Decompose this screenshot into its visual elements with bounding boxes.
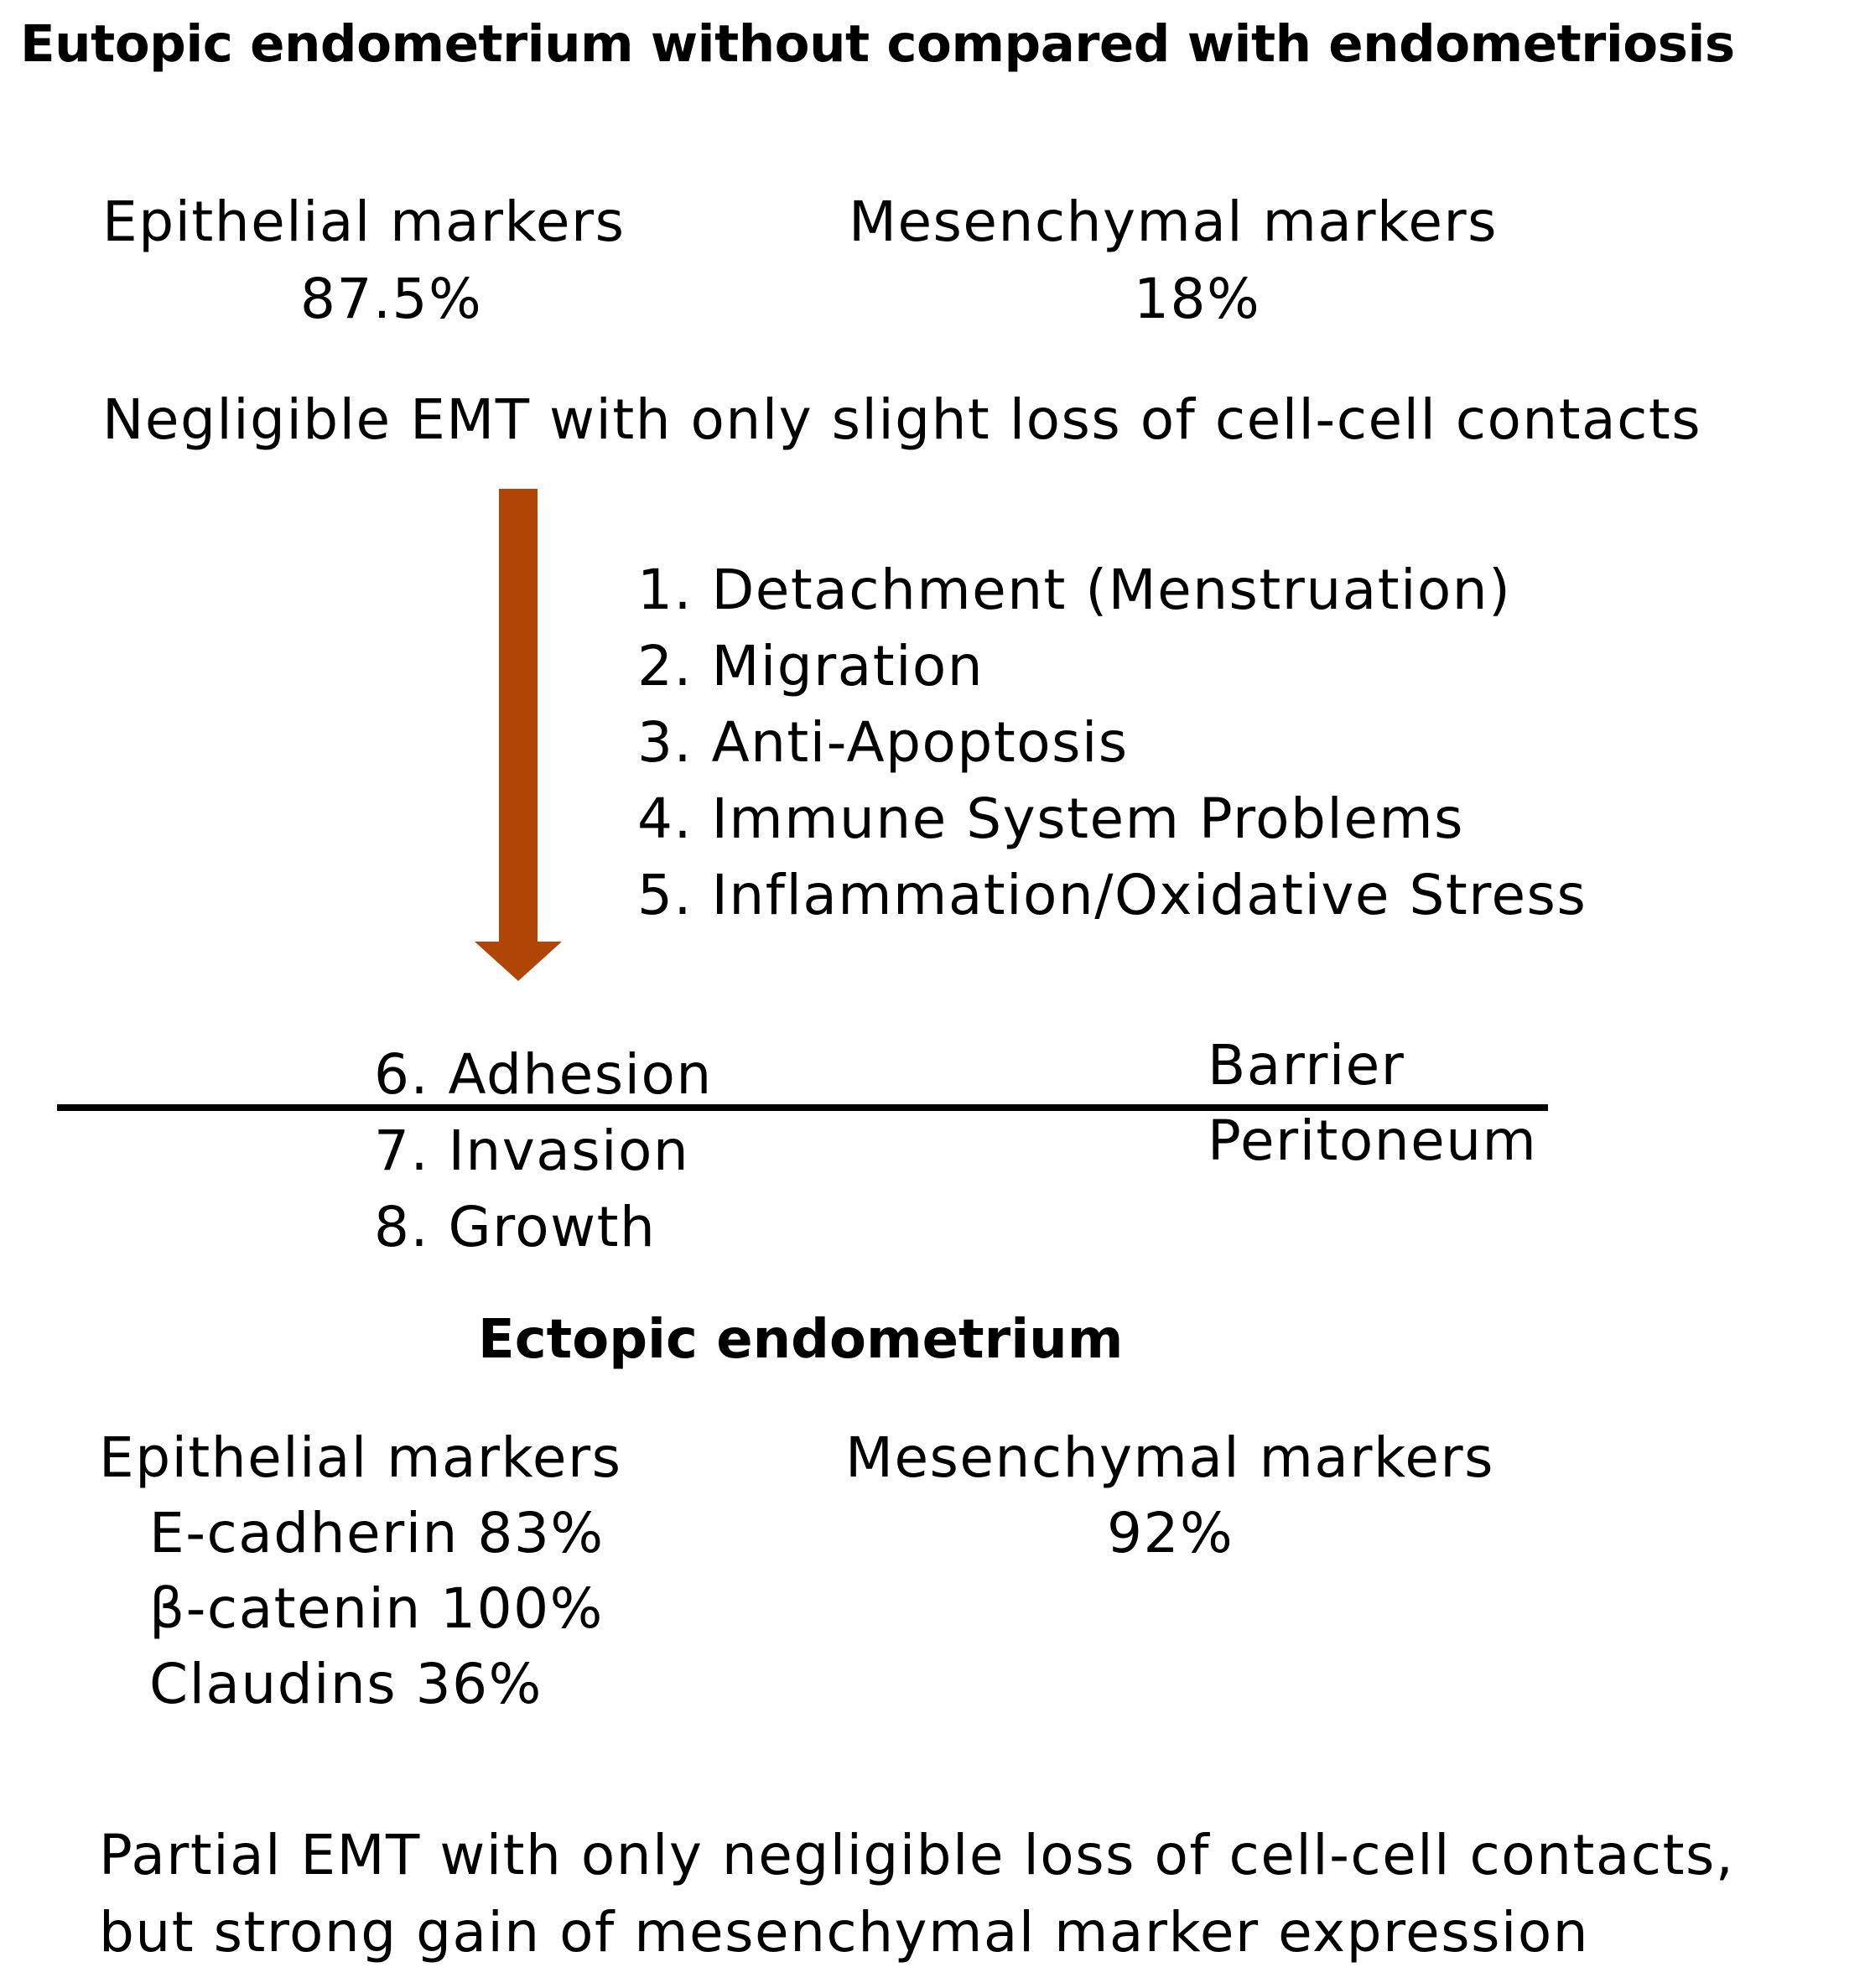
eutopic-mesenchymal-value: 18% [1134,267,1261,331]
step-item: 4. Immune System Problems [637,786,1465,851]
ectopic-summary-line1: Partial EMT with only negligible loss of… [99,1823,1735,1887]
ectopic-mesenchymal-value: 92% [1107,1501,1234,1565]
eutopic-epithelial-label: Epithelial markers [102,189,626,254]
eutopic-mesenchymal-label: Mesenchymal markers [849,189,1498,254]
ectopic-mesenchymal-label: Mesenchymal markers [845,1425,1494,1490]
step-item: 3. Anti-Apoptosis [637,710,1129,775]
ectopic-heading: Ectopic endometrium [478,1309,1124,1371]
eutopic-epithelial-value: 87.5% [300,267,483,331]
barrier-divider [57,1104,1548,1111]
barrier-label: Barrier [1208,1033,1405,1098]
ectopic-epithelial-label: Epithelial markers [99,1425,622,1490]
step-item: 2. Migration [637,634,984,698]
steps-after-barrier: 6. Adhesion 7. Invasion 8. Growth [374,1036,713,1265]
diagram-title: Eutopic endometrium without compared wit… [20,14,1735,74]
ectopic-epithelial-item: β-catenin 100% [149,1576,604,1641]
eutopic-summary: Negligible EMT with only slight loss of … [102,387,1702,452]
steps-before-barrier: 1. Detachment (Menstruation) 2. Migratio… [637,552,1587,933]
ectopic-epithelial-item: Claudins 36% [149,1652,543,1716]
ectopic-summary-line2: but strong gain of mesenchymal marker ex… [99,1900,1590,1965]
step-item: 1. Detachment (Menstruation) [637,558,1512,622]
down-arrow-icon [475,489,562,981]
step-item: 5. Inflammation/Oxidative Stress [637,863,1587,927]
step-item: 6. Adhesion [374,1042,713,1107]
ectopic-epithelial-item: E-cadherin 83% [149,1501,605,1565]
step-item: 7. Invasion [374,1119,690,1183]
step-item: 8. Growth [374,1195,657,1259]
peritoneum-label: Peritoneum [1208,1108,1538,1173]
